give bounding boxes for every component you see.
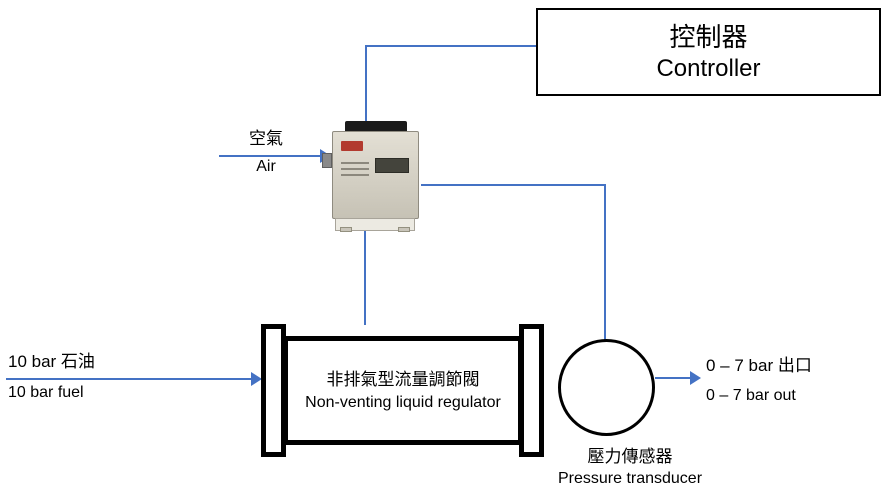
fuel-inlet-arrowhead-icon [251, 372, 262, 386]
air-input-labels: 空氣 Air [228, 128, 304, 178]
outlet-line [655, 377, 691, 379]
regulator-label-en: Non-venting liquid regulator [305, 393, 501, 411]
controller-label-en: Controller [656, 55, 761, 82]
regulator-left-flange [261, 324, 286, 457]
outlet-label-zh: 0 – 7 bar 出口 [706, 356, 812, 375]
transducer-labels: 壓力傳感器 Pressure transducer [540, 445, 720, 490]
regulator-box: 非排氣型流量調節閥 Non-venting liquid regulator [283, 336, 523, 445]
fuel-input-label-zh: 10 bar 石油 [8, 352, 95, 371]
device-brand-logo [341, 141, 363, 151]
device-inlet-port [322, 153, 332, 168]
connector-device-to-controller-horizontal [366, 45, 536, 47]
device-body [332, 131, 419, 219]
regulator-right-flange [519, 324, 544, 457]
fuel-input-label-en: 10 bar fuel [8, 384, 84, 401]
connector-device-to-controller-vertical [365, 45, 367, 123]
regulator-label-zh: 非排氣型流量調節閥 [326, 369, 480, 389]
outlet-label-en: 0 – 7 bar out [706, 387, 796, 404]
air-inlet-line [219, 155, 320, 157]
controller-box: 控制器 Controller [536, 8, 881, 96]
device-foot-right [398, 227, 410, 232]
device-base [335, 218, 415, 231]
connector-device-to-transducer-horizontal [421, 184, 606, 186]
outlet-arrowhead-icon [690, 371, 701, 385]
connector-device-to-transducer-vertical [604, 184, 606, 341]
connector-device-to-regulator [364, 231, 366, 325]
pressure-transducer-circle [558, 339, 655, 436]
air-label-en: Air [256, 158, 276, 175]
air-pressure-controller-photo [322, 121, 422, 232]
device-top-cap [345, 121, 407, 132]
controller-label-zh: 控制器 [669, 22, 748, 52]
air-label-zh: 空氣 [249, 129, 283, 148]
device-display [375, 158, 409, 173]
transducer-label-zh: 壓力傳感器 [587, 447, 673, 466]
transducer-label-en: Pressure transducer [557, 470, 703, 487]
fuel-inlet-line [6, 378, 251, 380]
device-foot-left [340, 227, 352, 232]
device-faceplate-text [341, 162, 369, 180]
